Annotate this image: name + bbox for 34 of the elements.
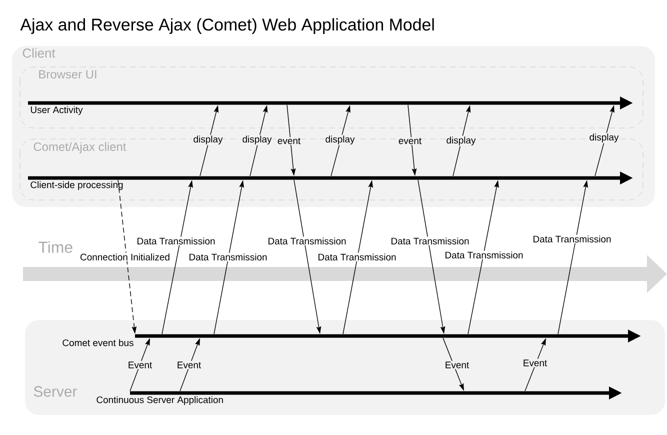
arrow (180, 338, 200, 392)
arrow (408, 104, 417, 176)
arrow (162, 180, 193, 334)
arrow (558, 180, 588, 334)
edge-label: Connection Initialized (79, 252, 171, 262)
arrow (214, 180, 244, 334)
arrow (118, 180, 137, 334)
edge-label: Data Transmission (316, 252, 398, 262)
node-label: User Activity (30, 106, 83, 116)
node-label: Client-side processing (30, 181, 123, 190)
arrow (524, 338, 546, 392)
arrow (594, 104, 614, 176)
edge-label: event (276, 137, 302, 145)
arrow (330, 104, 350, 176)
edge-label: Data Transmission (532, 234, 612, 244)
arrow (130, 338, 150, 392)
time-label: Time (38, 241, 72, 253)
arrow (452, 104, 471, 176)
arrow (286, 104, 296, 176)
arrow (468, 180, 499, 334)
arrow (418, 180, 446, 334)
edge-label: Data Transmission (136, 236, 216, 246)
edge-label: Data Transmission (390, 236, 470, 246)
arrow (294, 180, 322, 334)
title: Ajax and Reverse Ajax (Comet) Web Application Model (20, 18, 434, 34)
node-label: Continuous Server Application (96, 396, 223, 406)
edge-label: Data Transmission (444, 250, 524, 260)
arrow (200, 104, 219, 176)
node-label: Comet event bus (62, 339, 134, 346)
edge-label: event (398, 137, 422, 145)
edge-label: Data Transmission (188, 252, 268, 262)
arrow (342, 180, 374, 334)
arrow (250, 104, 268, 176)
edge-label: Data Transmission (266, 236, 348, 246)
